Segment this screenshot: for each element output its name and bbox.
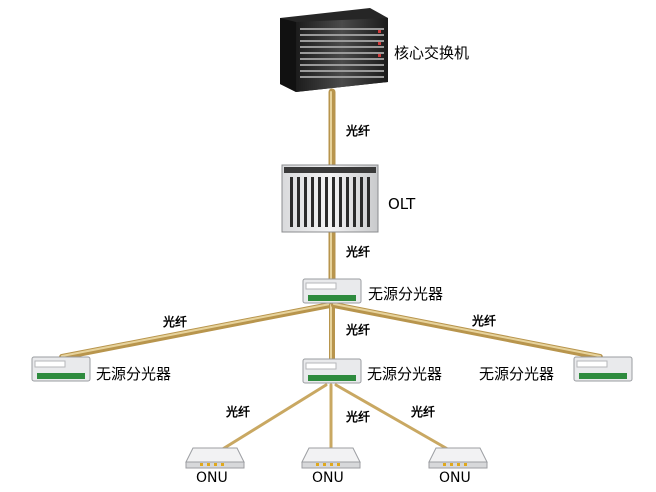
fiber-label-mid-onu-left: 光纤	[226, 405, 251, 419]
fiber-root-to-right	[331, 302, 603, 360]
fiber-mid-to-onu-left	[211, 383, 328, 457]
splitter-root-label: 无源分光器	[368, 285, 444, 303]
fiber-label-olt-splitter: 光纤	[346, 245, 371, 259]
fiber-core-to-olt	[328, 88, 336, 169]
fiber-mid-to-onu-right	[334, 383, 460, 457]
splitter-mid-device	[302, 358, 362, 384]
fiber-root-to-left	[59, 302, 333, 360]
splitter-root-device	[302, 278, 362, 304]
fiber-label-mid-onu-right: 光纤	[411, 405, 436, 419]
onu-mid-device	[301, 447, 361, 469]
splitter-left-device	[31, 356, 91, 382]
fiber-label-root-mid: 光纤	[346, 323, 371, 337]
splitter-right-device	[573, 356, 633, 382]
onu-right-device	[428, 447, 488, 469]
olt-device	[281, 164, 379, 233]
splitter-right-label: 无源分光器	[479, 365, 555, 383]
splitter-mid-label: 无源分光器	[367, 365, 443, 383]
fiber-links	[59, 88, 603, 457]
fiber-label-root-left: 光纤	[163, 315, 188, 329]
fiber-label-root-right: 光纤	[472, 314, 497, 328]
core-switch-label: 核心交换机	[394, 44, 470, 62]
splitter-left-label: 无源分光器	[96, 365, 172, 383]
olt-label: OLT	[388, 195, 416, 213]
onu-left-device	[185, 447, 245, 469]
fiber-olt-to-splitter	[328, 228, 336, 284]
fiber-label-mid-onu-mid: 光纤	[346, 410, 371, 424]
onu-right-label: ONU	[439, 470, 471, 486]
core-switch-device	[280, 8, 388, 92]
onu-left-label: ONU	[196, 470, 228, 486]
onu-mid-label: ONU	[312, 470, 344, 486]
fiber-root-to-mid	[329, 302, 335, 363]
fiber-label-core-olt: 光纤	[346, 124, 371, 138]
